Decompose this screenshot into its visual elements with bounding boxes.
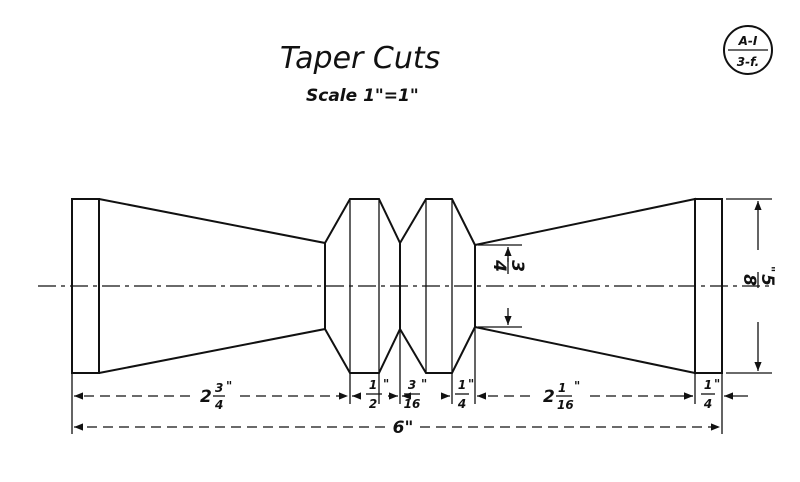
svg-text:16: 16 bbox=[557, 398, 574, 412]
svg-text:2: 2 bbox=[369, 397, 377, 411]
svg-text:4: 4 bbox=[214, 398, 223, 412]
svg-text:1: 1 bbox=[704, 378, 712, 392]
svg-text:": " bbox=[763, 266, 777, 272]
segment-dimensions: 2 3 4 " 1 2 " 3 16 " 1 4 " bbox=[74, 377, 748, 412]
svg-text:1: 1 bbox=[458, 378, 466, 392]
svg-text:1: 1 bbox=[369, 378, 377, 392]
svg-text:1: 1 bbox=[558, 381, 566, 395]
overall-dimension: 6" bbox=[74, 418, 720, 438]
dim-seg1: 2 3 4 " bbox=[200, 379, 232, 412]
svg-text:16: 16 bbox=[404, 397, 421, 411]
dim-seg4: 1 4 " bbox=[455, 377, 474, 411]
svg-text:": " bbox=[226, 379, 232, 393]
drawing-scale: Scale 1"=1" bbox=[306, 86, 419, 106]
svg-text:4: 4 bbox=[489, 259, 509, 272]
dim-seg5: 2 1 16 " bbox=[543, 379, 580, 412]
badge-bottom: 3-f. bbox=[737, 55, 759, 69]
extension-lines bbox=[71, 327, 723, 434]
svg-text:": " bbox=[383, 377, 389, 391]
svg-text:2: 2 bbox=[543, 387, 555, 407]
dim-seg2: 1 2 " bbox=[366, 377, 389, 411]
svg-text:5: 5 bbox=[757, 274, 777, 286]
drawing-title: Taper Cuts bbox=[280, 41, 440, 76]
dim-seg6: 1 4 " bbox=[701, 377, 720, 411]
overall-length: 6" bbox=[393, 418, 414, 438]
second-bead bbox=[399, 198, 476, 374]
dim-seg3: 3 16 " bbox=[404, 377, 428, 411]
svg-text:": " bbox=[468, 377, 474, 391]
left-taper bbox=[98, 198, 326, 374]
svg-text:2: 2 bbox=[200, 387, 212, 407]
svg-text:": " bbox=[714, 377, 720, 391]
badge-top: A-I bbox=[738, 34, 758, 48]
svg-text:4: 4 bbox=[703, 397, 712, 411]
svg-text:": " bbox=[421, 377, 427, 391]
svg-text:3: 3 bbox=[408, 378, 416, 392]
inner-diameter-dimension: 3 4 bbox=[478, 244, 527, 328]
svg-text:8: 8 bbox=[739, 274, 759, 286]
svg-text:3: 3 bbox=[507, 260, 527, 272]
outer-diameter-dimension: 5 8 " bbox=[726, 198, 777, 374]
svg-text:": " bbox=[574, 379, 580, 393]
svg-text:4: 4 bbox=[457, 397, 466, 411]
sheet-badge: A-I 3-f. bbox=[723, 25, 773, 75]
svg-text:3: 3 bbox=[215, 381, 223, 395]
